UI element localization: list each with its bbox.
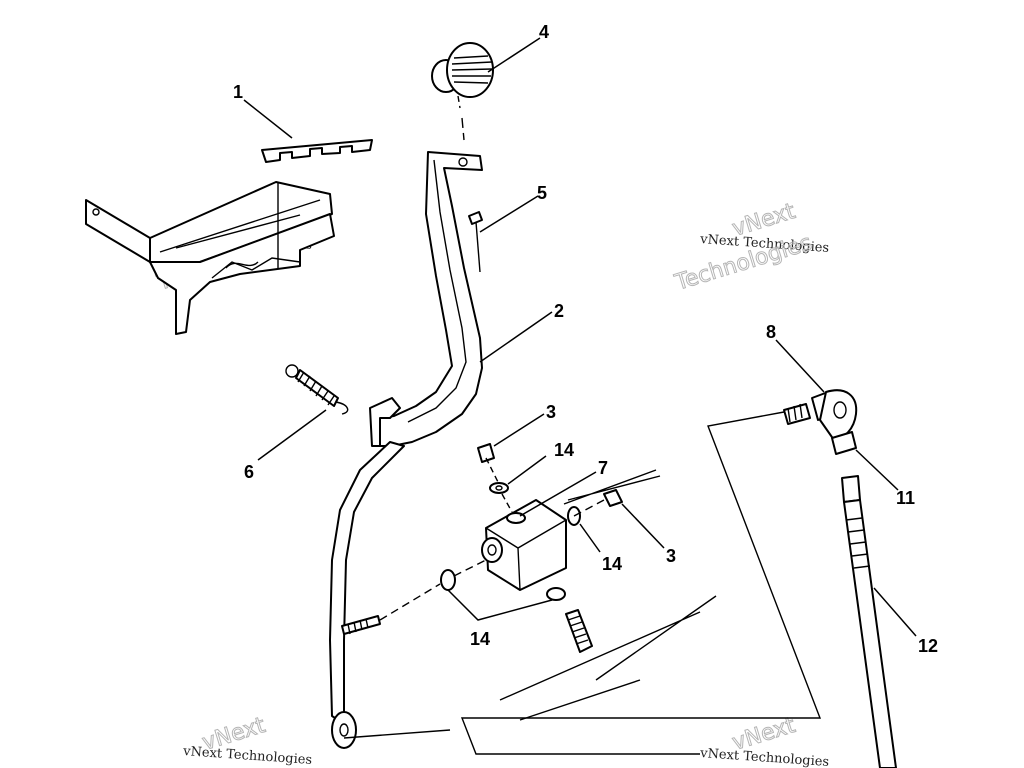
callout-3-right: 3 bbox=[666, 546, 676, 566]
part-14-washer-left bbox=[440, 569, 456, 591]
callout-12: 12 bbox=[918, 636, 938, 656]
part-4-knob bbox=[431, 42, 494, 98]
frame-lines bbox=[499, 469, 717, 721]
callout-8: 8 bbox=[766, 322, 776, 342]
part-11-nut bbox=[831, 431, 857, 455]
part-3-nut-upper bbox=[477, 443, 495, 463]
callout-11: 11 bbox=[896, 488, 915, 508]
callout-14-upper: 14 bbox=[554, 440, 574, 460]
part-14-washer-lower bbox=[546, 587, 566, 601]
callout-labels: 1 4 5 2 3 14 7 14 3 6 14 8 11 12 bbox=[233, 22, 938, 656]
leader-lines bbox=[243, 37, 917, 637]
watermark-group: vNext vNext Technologies Technologies vN… bbox=[153, 194, 830, 768]
callout-4: 4 bbox=[539, 22, 549, 42]
shift-bracket bbox=[85, 181, 335, 335]
watermark-text-3: vNext Technologies bbox=[182, 744, 313, 768]
callout-7: 7 bbox=[598, 458, 608, 478]
part-1-gate-plate bbox=[261, 139, 373, 163]
callout-14-right: 14 bbox=[602, 554, 622, 574]
watermark-text-4: vNext Technologies bbox=[699, 746, 830, 768]
part-14-washer-upper bbox=[489, 482, 509, 494]
part-12-rod bbox=[841, 475, 897, 768]
part-8-rod-end bbox=[783, 389, 858, 441]
callout-1: 1 bbox=[233, 82, 243, 102]
part-2-shift-lever bbox=[329, 151, 483, 749]
callout-2: 2 bbox=[554, 301, 564, 321]
part-3-nut-right bbox=[603, 489, 623, 507]
pivot-hardware bbox=[341, 443, 623, 653]
part-6-spring bbox=[285, 364, 349, 415]
part-5-pin bbox=[468, 211, 483, 273]
connection-lines bbox=[343, 411, 822, 755]
callout-14-lower: 14 bbox=[470, 629, 490, 649]
callout-3-upper: 3 bbox=[546, 402, 556, 422]
callout-5: 5 bbox=[537, 183, 547, 203]
part-7-pivot-block bbox=[485, 499, 567, 591]
callout-6: 6 bbox=[244, 462, 254, 482]
